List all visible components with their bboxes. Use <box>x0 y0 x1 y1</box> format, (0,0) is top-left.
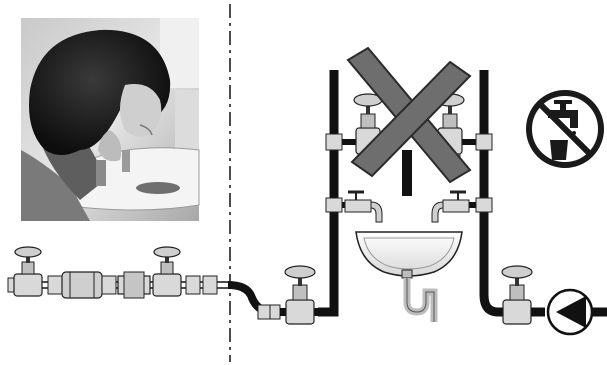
strainer <box>47 271 117 299</box>
prohibition-cross <box>346 46 472 184</box>
gate-valve-1 <box>13 246 43 297</box>
p-trap <box>403 278 438 322</box>
drop-pipe <box>402 150 412 196</box>
sink-basin <box>355 231 463 279</box>
left-riser-pipe <box>318 70 339 317</box>
pump-symbol <box>546 288 607 336</box>
gate-valve-3 <box>280 265 330 325</box>
right-riser-pipe <box>479 70 545 317</box>
faucet-left <box>344 190 383 223</box>
check-valve <box>117 271 151 299</box>
gate-valve-2 <box>152 246 182 297</box>
flexible-hose <box>227 281 281 320</box>
pipe-coupling <box>185 275 218 295</box>
faucet-right <box>431 190 470 223</box>
no-drinking-water-icon <box>526 90 604 168</box>
gate-valve-4 <box>501 265 533 325</box>
drinking-fountain-photo <box>21 18 200 221</box>
